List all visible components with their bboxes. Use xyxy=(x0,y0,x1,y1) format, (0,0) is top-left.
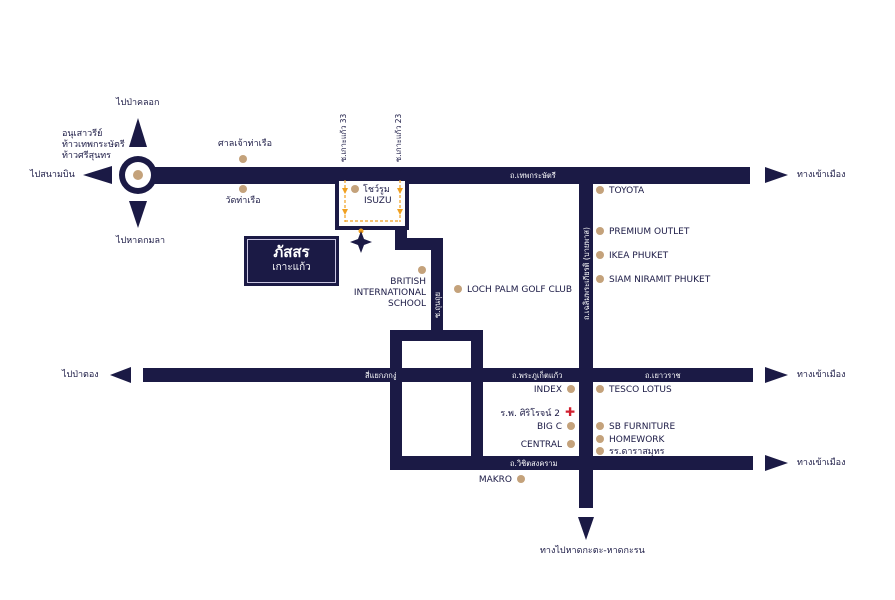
poi-bigc: BIG C xyxy=(490,422,575,433)
road-block-left xyxy=(390,330,402,468)
poi-dot-icon xyxy=(418,266,426,274)
poi-school: รร.ดาราสมุทร xyxy=(596,447,665,458)
east-arrow-icon-1 xyxy=(765,167,788,183)
monument-label: อนุเสาวรีย์ ท้าวเทพกระษัตรี ท้าวศรีสุนทร xyxy=(62,129,125,161)
poi-dot-icon xyxy=(239,185,247,193)
poi-temple: วัดท่าเรือ xyxy=(218,185,268,207)
poi-toyota: TOYOTA xyxy=(596,186,644,197)
poi-dot-icon xyxy=(596,251,604,259)
road-thepkrasattri xyxy=(140,167,750,184)
road-sub-down xyxy=(431,238,443,333)
poi-hospital: ร.พ. ศิริโรจน์ 2✚ xyxy=(500,405,575,419)
direction-kata: ทางไปหาดกะตะ-หาดกะรน xyxy=(540,546,645,556)
poi-showroom: โชว์รูม ISUZU xyxy=(351,185,392,207)
road-block-right xyxy=(471,330,483,468)
poi-dot-icon xyxy=(567,422,575,430)
road-label-phrapuket: ถ.พระภูเก็ตแก้ว xyxy=(512,371,563,380)
poi-british-school: BRITISH INTERNATIONAL SCHOOL xyxy=(346,266,426,310)
east-arrow-icon-3 xyxy=(765,455,788,471)
poi-homework: HOMEWORK xyxy=(596,435,664,446)
road-label-soi33: ซ.เกาะแก้ว 33 xyxy=(339,113,348,162)
direction-town-2: ทางเข้าเมือง xyxy=(797,370,846,380)
poi-dot-icon xyxy=(596,186,604,194)
poi-dot-icon xyxy=(239,155,247,163)
poi-dot-icon xyxy=(454,285,462,293)
road-label-samyaek: สี่แยกภกงู่ xyxy=(365,371,397,380)
poi-dot-icon xyxy=(596,227,604,235)
poi-siam-niramit: SIAM NIRAMIT PHUKET xyxy=(596,275,710,286)
poi-dot-icon xyxy=(567,385,575,393)
poi-ikea: IKEA PHUKET xyxy=(596,251,668,262)
road-label-chalermprakiat: ถ.เฉลิมพระเกียรติ (บายพาส) xyxy=(582,227,591,320)
west-arrow-icon-2 xyxy=(110,367,131,383)
poi-dot-icon xyxy=(596,385,604,393)
direction-town-1: ทางเข้าเมือง xyxy=(797,170,846,180)
south-arrow-icon-2 xyxy=(578,517,594,540)
poi-dot-icon xyxy=(596,422,604,430)
poi-lochpalm: LOCH PALM GOLF CLUB xyxy=(454,285,572,296)
poi-dot-icon xyxy=(596,435,604,443)
road-block-top xyxy=(390,330,483,341)
poi-dot-icon xyxy=(567,440,575,448)
showroom-box xyxy=(335,177,409,230)
north-arrow-icon xyxy=(129,118,147,147)
road-label-soi23: ซ.เกาะแก้ว 23 xyxy=(394,113,403,162)
direction-town-3: ทางเข้าเมือง xyxy=(797,458,846,468)
poi-central: CENTRAL xyxy=(490,440,575,451)
poi-shrine: ศาลเจ้าท่าเรือ xyxy=(218,139,272,166)
poi-premium-outlet: PREMIUM OUTLET xyxy=(596,227,689,238)
road-wichit xyxy=(390,456,753,470)
brand-logo: ภัสสร เกาะแก้ว xyxy=(244,236,339,286)
hospital-cross-icon: ✚ xyxy=(564,405,575,419)
south-arrow-icon xyxy=(129,201,147,228)
direction-airport: ไปสนามบิน xyxy=(30,170,75,180)
poi-makro: MAKRO xyxy=(440,475,525,486)
brand-location: เกาะแก้ว xyxy=(272,262,311,273)
brand-name: ภัสสร xyxy=(273,243,310,261)
direction-north: ไปป่าคลอก xyxy=(116,98,160,108)
poi-dot-icon xyxy=(351,185,359,193)
east-arrow-icon-2 xyxy=(765,367,788,383)
poi-dot-icon xyxy=(596,447,604,455)
direction-patong: ไปป่าตอง xyxy=(62,370,99,380)
west-arrow-icon xyxy=(83,166,112,184)
road-label-yaowarat: ถ.เยาวราช xyxy=(645,371,681,380)
poi-index: INDEX xyxy=(490,385,575,396)
direction-beach: ไปหาดกมลา xyxy=(116,236,166,246)
poi-dot-icon xyxy=(596,275,604,283)
road-label-wichit: ถ.วิชิตสงคราม xyxy=(510,459,558,468)
poi-tesco: TESCO LOTUS xyxy=(596,385,672,396)
poi-sb-furniture: SB FURNITURE xyxy=(596,422,675,433)
road-label-thepkrasattri: ถ.เทพกระษัตรี xyxy=(510,171,556,180)
road-label-sub: ซ.ถุนถุย xyxy=(433,291,442,318)
road-phrapuket xyxy=(143,368,753,382)
project-star-icon xyxy=(350,231,372,253)
poi-dot-icon xyxy=(517,475,525,483)
road-chalermprakiat xyxy=(579,178,593,508)
